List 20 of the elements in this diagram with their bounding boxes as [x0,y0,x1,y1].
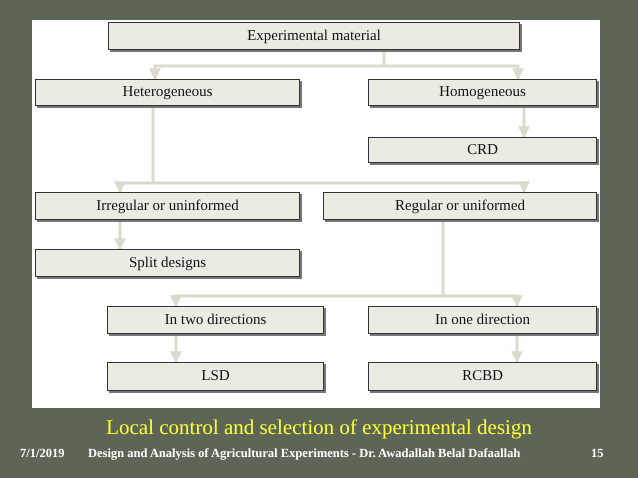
slide-title: Local control and selection of experimental design [105,415,533,440]
process-box: RCBD [368,362,597,391]
process-box: Experimental material [108,22,520,50]
arrow [152,107,530,194]
process-box: CRD [368,137,597,163]
process-box: In two directions [107,306,324,334]
process-box: Irregular or uninformed [35,192,300,220]
footer-text: Design and Analysis of Agricultural Experiments - Dr. Awadallah Belal Dafaallah [88,446,520,461]
arrow [170,335,182,364]
arrow [511,335,523,364]
process-box: Split designs [35,249,300,277]
arrow [114,221,126,250]
process-box: LSD [107,362,324,391]
date-text: 7/1/2019 [20,446,64,461]
process-box: In one direction [368,306,597,334]
arrow [518,107,530,138]
process-box: Regular or uniformed [323,192,597,220]
process-box: Homogeneous [368,79,597,106]
page-number: 15 [591,446,604,461]
process-box: Heterogeneous [35,79,300,106]
